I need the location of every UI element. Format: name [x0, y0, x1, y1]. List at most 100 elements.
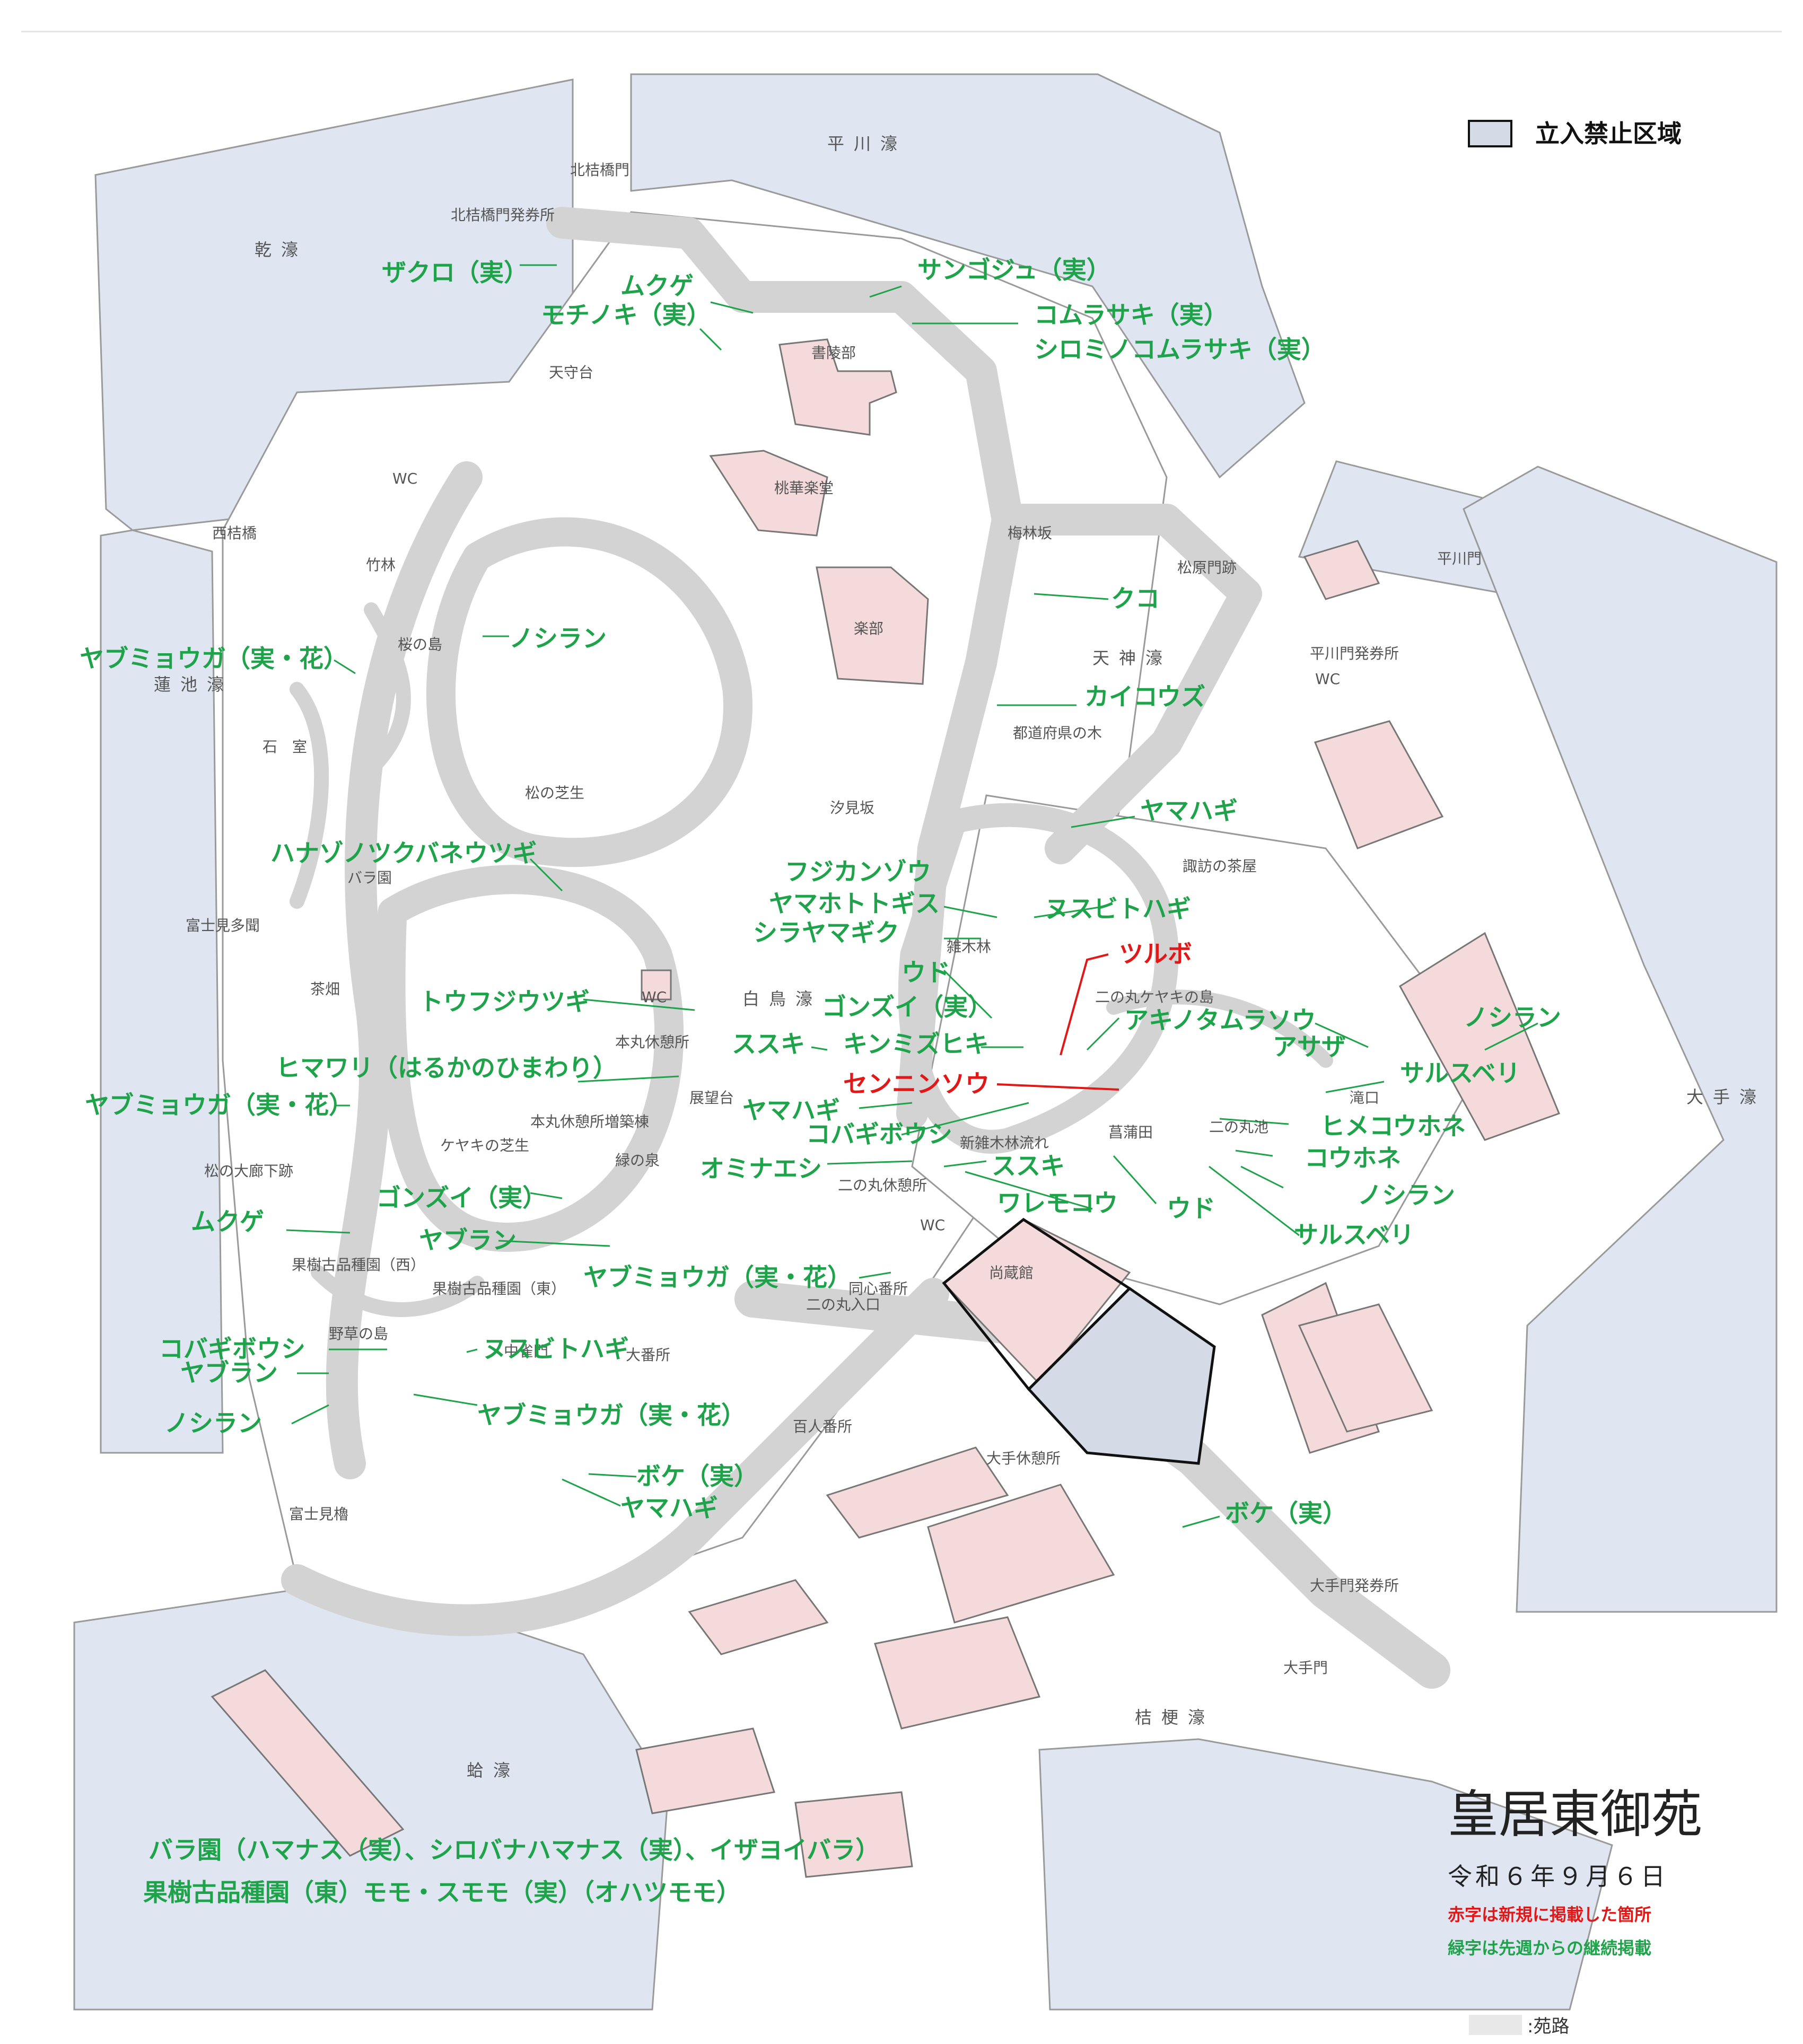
plant-nusubitohagi-east: ヌスビトハギ	[1045, 894, 1191, 923]
plant-yamahagi-east: ヤマハギ	[1140, 796, 1238, 825]
plant-kuko: クコ	[1111, 584, 1160, 613]
main-path-west	[326, 461, 483, 1479]
label-keyaki-lawn: ケヤキの芝生	[440, 1137, 529, 1154]
label-chujakumon: 中雀門	[504, 1343, 548, 1360]
southwest-building	[211, 1669, 405, 1857]
plant-shirominokomurasaki: シロミノコムラサキ（実）	[1034, 335, 1326, 364]
plant-mukuge-north: ムクゲ	[620, 271, 694, 300]
label-tokagakudo: 桃華楽堂	[774, 479, 834, 497]
label-ninomaru-rest: 二の丸休憩所	[838, 1177, 927, 1194]
south-building-3	[688, 1579, 829, 1655]
label-hakucho-moat: 白鳥濠	[742, 989, 822, 1009]
plant-noshiran-east: ノシラン	[1464, 1003, 1561, 1032]
plant-mochinoki: モチノキ（実）	[541, 301, 711, 329]
plant-yabumyoga-w1: ヤブミョウガ（実・花）	[80, 644, 348, 673]
leader-lines	[286, 264, 1538, 1528]
label-zokibayashi: 雑木林	[947, 938, 991, 955]
main-path-loop	[426, 517, 752, 867]
rose-garden-note: バラ園（ハマナス（実）、シロバナハマナス（実）、イザヨイバラ）	[148, 1836, 880, 1864]
label-suwa-teahouse: 諏訪の茶屋	[1183, 857, 1257, 875]
legend-note-green: 緑字は先週からの継続掲載	[1448, 1938, 1651, 1958]
label-honmaru-rest: 本丸休憩所	[615, 1033, 689, 1051]
fruit-garden-note: 果樹古品種園（東）モモ・スモモ（実）（オハツモモ）	[143, 1878, 741, 1907]
wc-honmaru	[641, 969, 672, 1001]
ninomaru-loop	[898, 803, 1179, 1154]
plant-yabumyoga-fruit: ヤブミョウガ（実・花）	[583, 1263, 852, 1292]
shozokan-outline	[942, 1217, 1132, 1391]
northeast-building	[1303, 540, 1380, 600]
label-waterfall: 滝口	[1350, 1089, 1379, 1107]
label-ninomaru-pond: 二の丸池	[1209, 1118, 1268, 1136]
label-tenjin-moat: 天神濠	[1092, 648, 1172, 668]
label-gakubu: 楽部	[854, 620, 883, 637]
label-ote-ticket: 大手門発券所	[1310, 1577, 1399, 1594]
east-building-4	[1298, 1303, 1433, 1433]
label-hirakawa-gate: 平川門	[1437, 550, 1482, 567]
label-kitahanebashi-ticket: 北桔橋門発券所	[451, 206, 555, 224]
plant-gonzui-west: ゴンズイ（実）	[377, 1183, 547, 1212]
plant-susuki-south: ススキ	[992, 1152, 1065, 1180]
plant-udo-center: ウド	[902, 958, 950, 987]
east-building-1	[1314, 720, 1444, 849]
label-shozokan: 尚蔵館	[989, 1264, 1034, 1282]
plant-susuki-center: ススキ	[732, 1030, 805, 1058]
label-sakura-island: 桜の島	[398, 636, 442, 653]
label-matsu-corridor: 松の大廊下跡	[204, 1162, 293, 1180]
label-ote-gate: 大手門	[1283, 1659, 1328, 1677]
paths-layer	[281, 207, 1450, 1689]
plant-yabumyoga-w2: ヤブミョウガ（実・花）	[85, 1091, 353, 1119]
label-yasou-island: 野草の島	[329, 1325, 388, 1343]
south-arc	[281, 1278, 949, 1636]
label-ote-rest: 大手休憩所	[986, 1450, 1061, 1467]
plant-yaburan-west2: ヤブラン	[180, 1358, 278, 1387]
label-todofuken: 都道府県の木	[1013, 724, 1102, 742]
plant-akinotamurasou: アキノタムラソウ	[1124, 1006, 1316, 1034]
shoryobu-building	[778, 338, 897, 436]
label-kikyo-moat: 桔梗濠	[1135, 1707, 1214, 1727]
plant-sangoju: サンゴジュ（実）	[917, 256, 1111, 284]
label-hirakawa-ticket: 平川門発券所	[1310, 645, 1399, 662]
restricted-label: 立入禁止区域	[1535, 119, 1682, 148]
south-building-5	[635, 1727, 775, 1814]
east-building-2	[1399, 932, 1560, 1141]
label-shoryobu: 書陵部	[811, 344, 856, 362]
garden-path-2	[290, 682, 329, 909]
east-path	[992, 504, 1262, 864]
plant-hanazono: ハナゾノツクバネウツギ	[270, 839, 537, 867]
plant-kinmizuhiki: キンミズヒキ	[843, 1030, 989, 1058]
plant-labels-green: ザクロ（実） ムクゲ モチノキ（実） サンゴジュ（実） コムラサキ（実） シロミ…	[80, 256, 1561, 1528]
label-honmaru-rest-annex: 本丸休憩所増築棟	[530, 1113, 649, 1130]
plant-nusubitohagi-west: ヌスビトハギ	[483, 1335, 629, 1363]
plant-mukuge-west: ムクゲ	[191, 1207, 264, 1236]
plant-kouhone: コウホネ	[1305, 1144, 1401, 1172]
label-hasuike-moat: 蓮池濠	[154, 674, 233, 695]
garden-path-4	[1106, 989, 1333, 1068]
plant-senninsou: センニンソウ	[843, 1069, 990, 1098]
plant-tofujiutsugi: トウフジウツギ	[419, 987, 590, 1016]
plant-himawari: ヒマワリ（はるかのひまわり）	[276, 1054, 617, 1082]
legend-note-red: 赤字は新規に掲載した箇所	[1448, 1905, 1651, 1925]
bottom-notes: バラ園（ハマナス（実）、シロバナハマナス（実）、イザヨイバラ） 果樹古品種園（東…	[143, 1836, 880, 1907]
label-nishihanebashi: 西桔橋	[212, 524, 257, 542]
label-tenshudai: 天守台	[549, 364, 593, 381]
label-inui-moat: 乾濠	[255, 240, 308, 260]
south-building-6	[794, 1791, 913, 1878]
north-path	[546, 207, 1023, 1129]
plant-komurasaki: コムラサキ（実）	[1034, 301, 1228, 329]
map-date: 令和６年９月６日	[1448, 1862, 1668, 1891]
plant-udo-south: ウド	[1167, 1194, 1215, 1223]
plant-sarusuberi-south: サルスベリ	[1294, 1221, 1414, 1249]
plant-noshiran-west: ノシラン	[164, 1409, 262, 1437]
plant-kaikouzu: カイコウズ	[1084, 682, 1205, 711]
label-bairinzaka: 梅林坂	[1008, 524, 1052, 542]
label-shobuda: 菖蒲田	[1108, 1124, 1153, 1141]
label-matsubara-gate: 松原門跡	[1177, 559, 1237, 576]
label-hirakawa-moat: 平川濠	[827, 134, 907, 154]
label-wc-north: WC	[392, 470, 417, 487]
gakubu-building	[816, 566, 929, 685]
plant-noshiran-pond: ノシラン	[1358, 1181, 1455, 1209]
garden-path-1	[364, 602, 411, 776]
label-ninomaru-entrance: 二の丸入口	[806, 1296, 880, 1313]
label-obansho: 大番所	[626, 1346, 670, 1364]
